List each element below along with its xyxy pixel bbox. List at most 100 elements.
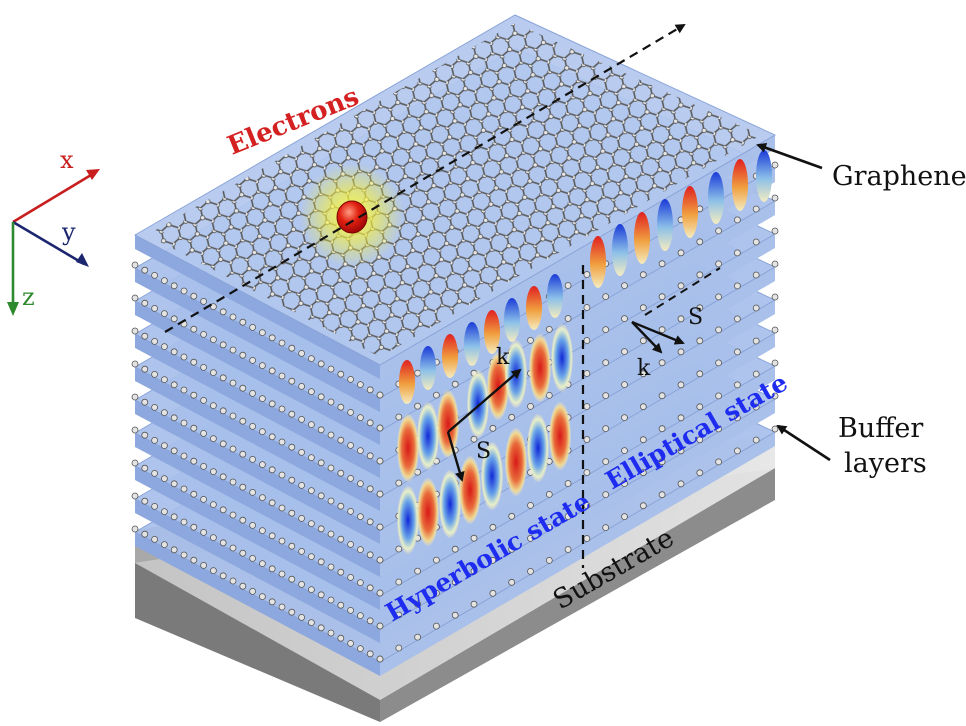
field-lobe [437, 390, 459, 458]
layer-side-edge [380, 399, 775, 643]
carbon-atom [288, 575, 296, 583]
carbon-atom [602, 392, 610, 400]
carbon-atom [734, 216, 741, 224]
carbon-atom [317, 360, 325, 368]
carbon-atom [347, 474, 355, 482]
carbon-atom [451, 611, 459, 619]
carbon-atom [239, 516, 247, 524]
carbon-atom [356, 414, 364, 422]
carbon-atom [190, 457, 198, 465]
carbon-atom [307, 586, 315, 593]
carbon-atom [258, 593, 266, 600]
carbon-atom [376, 457, 384, 465]
carbon-atom [239, 582, 247, 590]
carbon-atom [545, 557, 553, 564]
carbon-atom [327, 563, 335, 571]
carbon-atom [307, 553, 315, 560]
carbon-atom [180, 452, 188, 460]
carbon-atom [639, 304, 647, 312]
carbon-atom [356, 579, 364, 586]
carbon-atom [278, 504, 286, 512]
carbon-atom [160, 508, 168, 516]
carbon-atom [307, 520, 315, 527]
field-lobe-small [708, 172, 724, 224]
carbon-atom [451, 380, 459, 388]
carbon-atom [131, 261, 139, 269]
carbon-atom [639, 469, 647, 477]
carbon-atom [752, 304, 760, 312]
k-vector-label-right: k [637, 356, 651, 381]
field-lobe-small [756, 150, 772, 202]
carbon-atom [209, 369, 217, 377]
carbon-atom [489, 424, 497, 432]
carbon-atom [288, 344, 296, 352]
carbon-atom [583, 403, 591, 410]
carbon-atom [209, 303, 217, 311]
carbon-atom [200, 297, 208, 305]
carbon-atom [347, 640, 355, 647]
carbon-atom [583, 304, 591, 311]
carbon-atom [268, 367, 276, 375]
carbon-atom [564, 546, 572, 553]
carbon-atom [715, 359, 722, 367]
propagation-direction-arrow [164, 23, 686, 333]
field-lobe-small [504, 298, 520, 342]
carbon-atom [219, 473, 227, 481]
carbon-atom [508, 578, 516, 586]
carbon-atom [229, 478, 237, 486]
field-lobe [505, 428, 527, 496]
carbon-atom [337, 568, 345, 576]
carbon-atom [160, 277, 168, 285]
carbon-atom [190, 358, 198, 366]
carbon-atom [715, 392, 722, 400]
carbon-atom [734, 348, 741, 356]
carbon-atom [715, 326, 722, 334]
carbon-atom [170, 414, 178, 422]
carbon-atom [432, 589, 440, 597]
carbon-atom [160, 310, 168, 318]
carbon-atom [170, 513, 178, 521]
carbon-atom [190, 424, 198, 432]
carbon-atom [715, 425, 722, 433]
carbon-atom [715, 260, 722, 268]
carbon-atom [268, 565, 276, 573]
carbon-atom [141, 299, 149, 307]
carbon-atom [602, 458, 610, 466]
carbon-atom [239, 384, 247, 392]
buffer-layers-callout: Buffer layers [776, 413, 927, 479]
carbon-atom [470, 534, 478, 542]
carbon-atom [414, 633, 422, 641]
carbon-atom [771, 425, 779, 433]
carbon-atom [771, 227, 779, 235]
carbon-atom [180, 287, 188, 295]
carbon-atom [327, 629, 335, 637]
carbon-atom [151, 337, 159, 345]
carbon-atom [451, 545, 459, 553]
carbon-atom [602, 293, 610, 301]
carbon-atom [200, 429, 208, 437]
field-lobe-small [399, 360, 415, 404]
carbon-atom [258, 494, 266, 502]
carbon-atom [131, 459, 139, 467]
carbon-atom [752, 205, 760, 213]
carbon-atom [715, 293, 722, 301]
carbon-atom [395, 545, 403, 553]
carbon-atom [677, 381, 685, 389]
carbon-atom [219, 308, 227, 316]
carbon-atom [734, 315, 741, 323]
carbon-atom [160, 475, 168, 483]
carbon-atom [602, 326, 610, 334]
carbon-atom [131, 426, 139, 434]
carbon-atom [489, 556, 497, 564]
carbon-atom [160, 409, 168, 417]
carbon-atom [131, 327, 139, 335]
layer-front-edge [135, 532, 380, 676]
carbon-atom [219, 506, 227, 514]
carbon-atom [366, 518, 374, 526]
layer-front-edge [135, 433, 380, 577]
carbon-atom [564, 480, 572, 487]
carbon-atom [200, 562, 208, 569]
carbon-atom [337, 535, 345, 543]
carbon-atom [258, 461, 266, 469]
carbon-atom [209, 435, 217, 443]
